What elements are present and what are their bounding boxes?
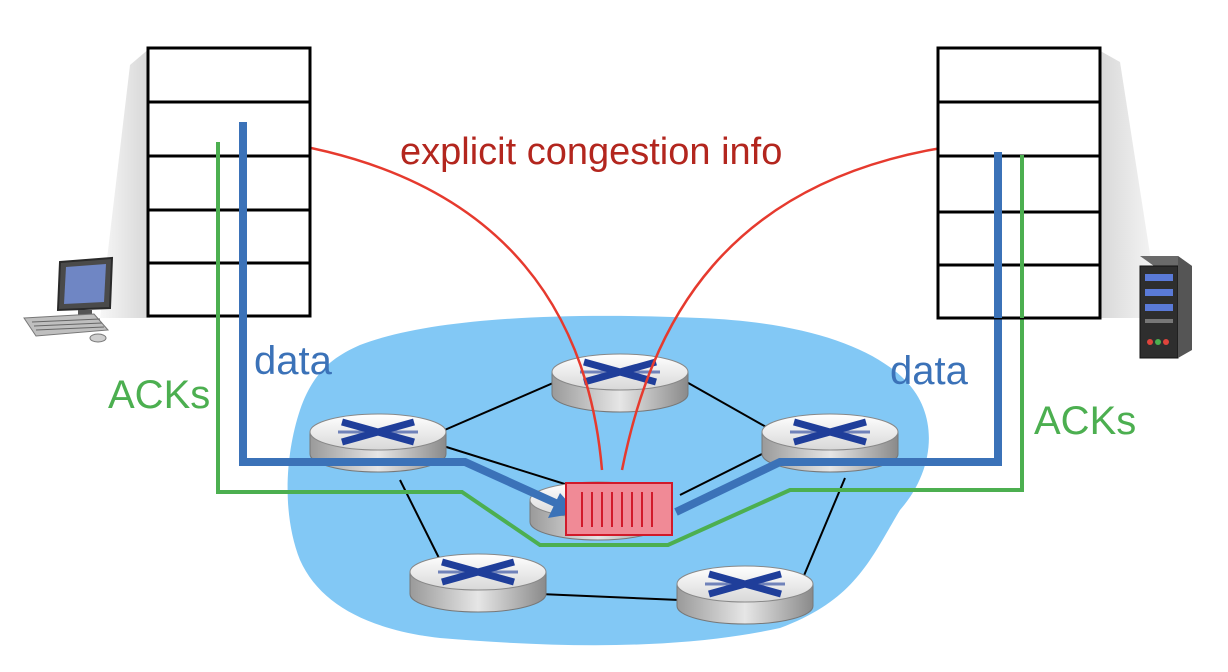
acks-label-right: ACKs xyxy=(1034,399,1136,443)
congestion-info-label: explicit congestion info xyxy=(400,131,782,173)
right-stack-shadow xyxy=(1095,48,1160,318)
left-protocol-stack xyxy=(146,46,312,318)
router-icon xyxy=(676,565,814,625)
router-icon xyxy=(551,353,689,413)
router-queue xyxy=(565,482,673,536)
server-icon xyxy=(1139,256,1192,359)
congestion-arrow-left xyxy=(263,136,604,471)
congestion-arrow-right xyxy=(620,140,970,471)
laptop-icon xyxy=(23,256,114,343)
acks-label-left: ACKs xyxy=(108,373,210,417)
data-label-left: data xyxy=(254,339,333,383)
right-protocol-stack xyxy=(936,46,1102,320)
data-label-right: data xyxy=(890,349,969,393)
left-stack-shadow xyxy=(100,48,150,318)
router-icon xyxy=(409,553,547,613)
ack-path xyxy=(216,140,1024,547)
